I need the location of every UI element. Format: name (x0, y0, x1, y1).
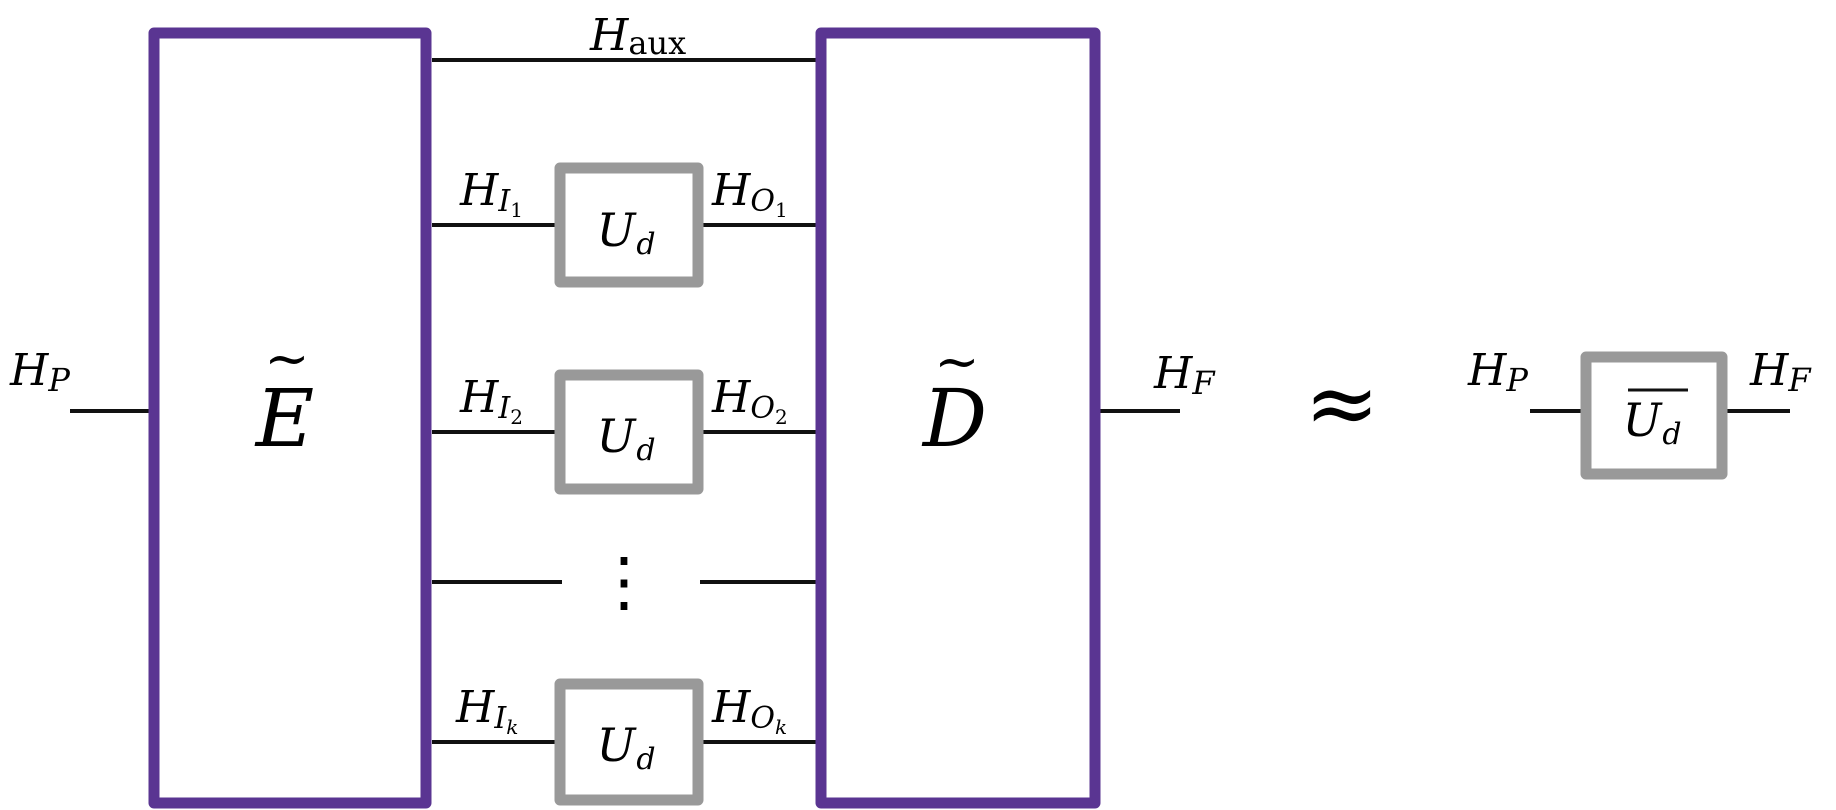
label-h-p-sub: P (47, 361, 70, 399)
unitary-1-sub: d (636, 227, 655, 262)
vertical-dots: ⋮ (591, 543, 657, 620)
label-result-h-p-base: H (1467, 345, 1508, 396)
label-result-h-p: HP (1467, 345, 1528, 399)
unitary-box-2 (554, 369, 704, 495)
label-h-ok-subsub: k (775, 715, 787, 739)
label-result-h-f: HF (1749, 345, 1812, 399)
label-h-i2-subsub: 2 (510, 405, 523, 429)
label-h-i2-base: H (459, 372, 500, 423)
label-h-f-sub: F (1191, 364, 1216, 402)
label-h-ok-sub: O (750, 701, 775, 736)
label-h-o1-subsub: 1 (775, 198, 788, 222)
label-h-ik-sub: I (493, 701, 507, 736)
label-h-aux-base: H (589, 10, 630, 61)
label-h-o1-sub: O (750, 184, 775, 219)
label-h-i1-sub: I (497, 184, 511, 219)
label-h-p-base: H (9, 345, 50, 396)
label-h-i2-sub: I (497, 391, 511, 426)
approx-symbol: ≈ (1304, 351, 1379, 456)
label-h-i2: HI2 (459, 372, 523, 429)
encoder-block (148, 27, 432, 809)
label-result-h-f-sub: F (1787, 361, 1812, 399)
label-h-i1-base: H (459, 165, 500, 216)
decoder-tilde: ~ (934, 330, 979, 393)
label-h-p: HP (9, 345, 70, 399)
encoder-tilde: ~ (264, 327, 309, 390)
unitary-k-label: U (597, 718, 638, 772)
label-h-ok-base: H (711, 682, 752, 733)
unitary-2-label: U (597, 409, 638, 463)
label-h-aux-sub: aux (628, 24, 686, 62)
label-h-o1: HO1 (711, 165, 788, 222)
label-h-ik: HIk (455, 682, 518, 739)
label-h-o2-base: H (711, 372, 752, 423)
label-h-ik-base: H (455, 682, 496, 733)
label-h-f-base: H (1153, 348, 1194, 399)
decoder-block (815, 27, 1101, 809)
encoder-label: E (254, 372, 314, 465)
label-h-o2-subsub: 2 (775, 405, 788, 429)
label-h-i1-subsub: 1 (510, 198, 523, 222)
label-h-i1: HI1 (459, 165, 523, 222)
decoder-label: D (921, 372, 987, 465)
label-result-h-p-sub: P (1505, 361, 1528, 399)
result-unitary-box (1580, 351, 1728, 480)
label-h-ik-subsub: k (506, 715, 518, 739)
label-h-aux: Haux (589, 10, 686, 62)
label-h-o2-sub: O (750, 391, 775, 426)
unitary-2-sub: d (636, 433, 655, 468)
unitary-k-sub: d (636, 742, 655, 777)
label-h-f: HF (1153, 348, 1216, 402)
label-h-o2: HO2 (711, 372, 788, 429)
unitary-1-label: U (597, 203, 638, 257)
result-unitary-sub: d (1662, 417, 1681, 452)
unitary-box-k (554, 678, 704, 806)
label-h-o1-base: H (711, 165, 752, 216)
unitary-box-1 (554, 162, 704, 288)
result-unitary-label: U (1623, 393, 1664, 447)
label-h-ok: HOk (711, 682, 787, 739)
label-result-h-f-base: H (1749, 345, 1790, 396)
